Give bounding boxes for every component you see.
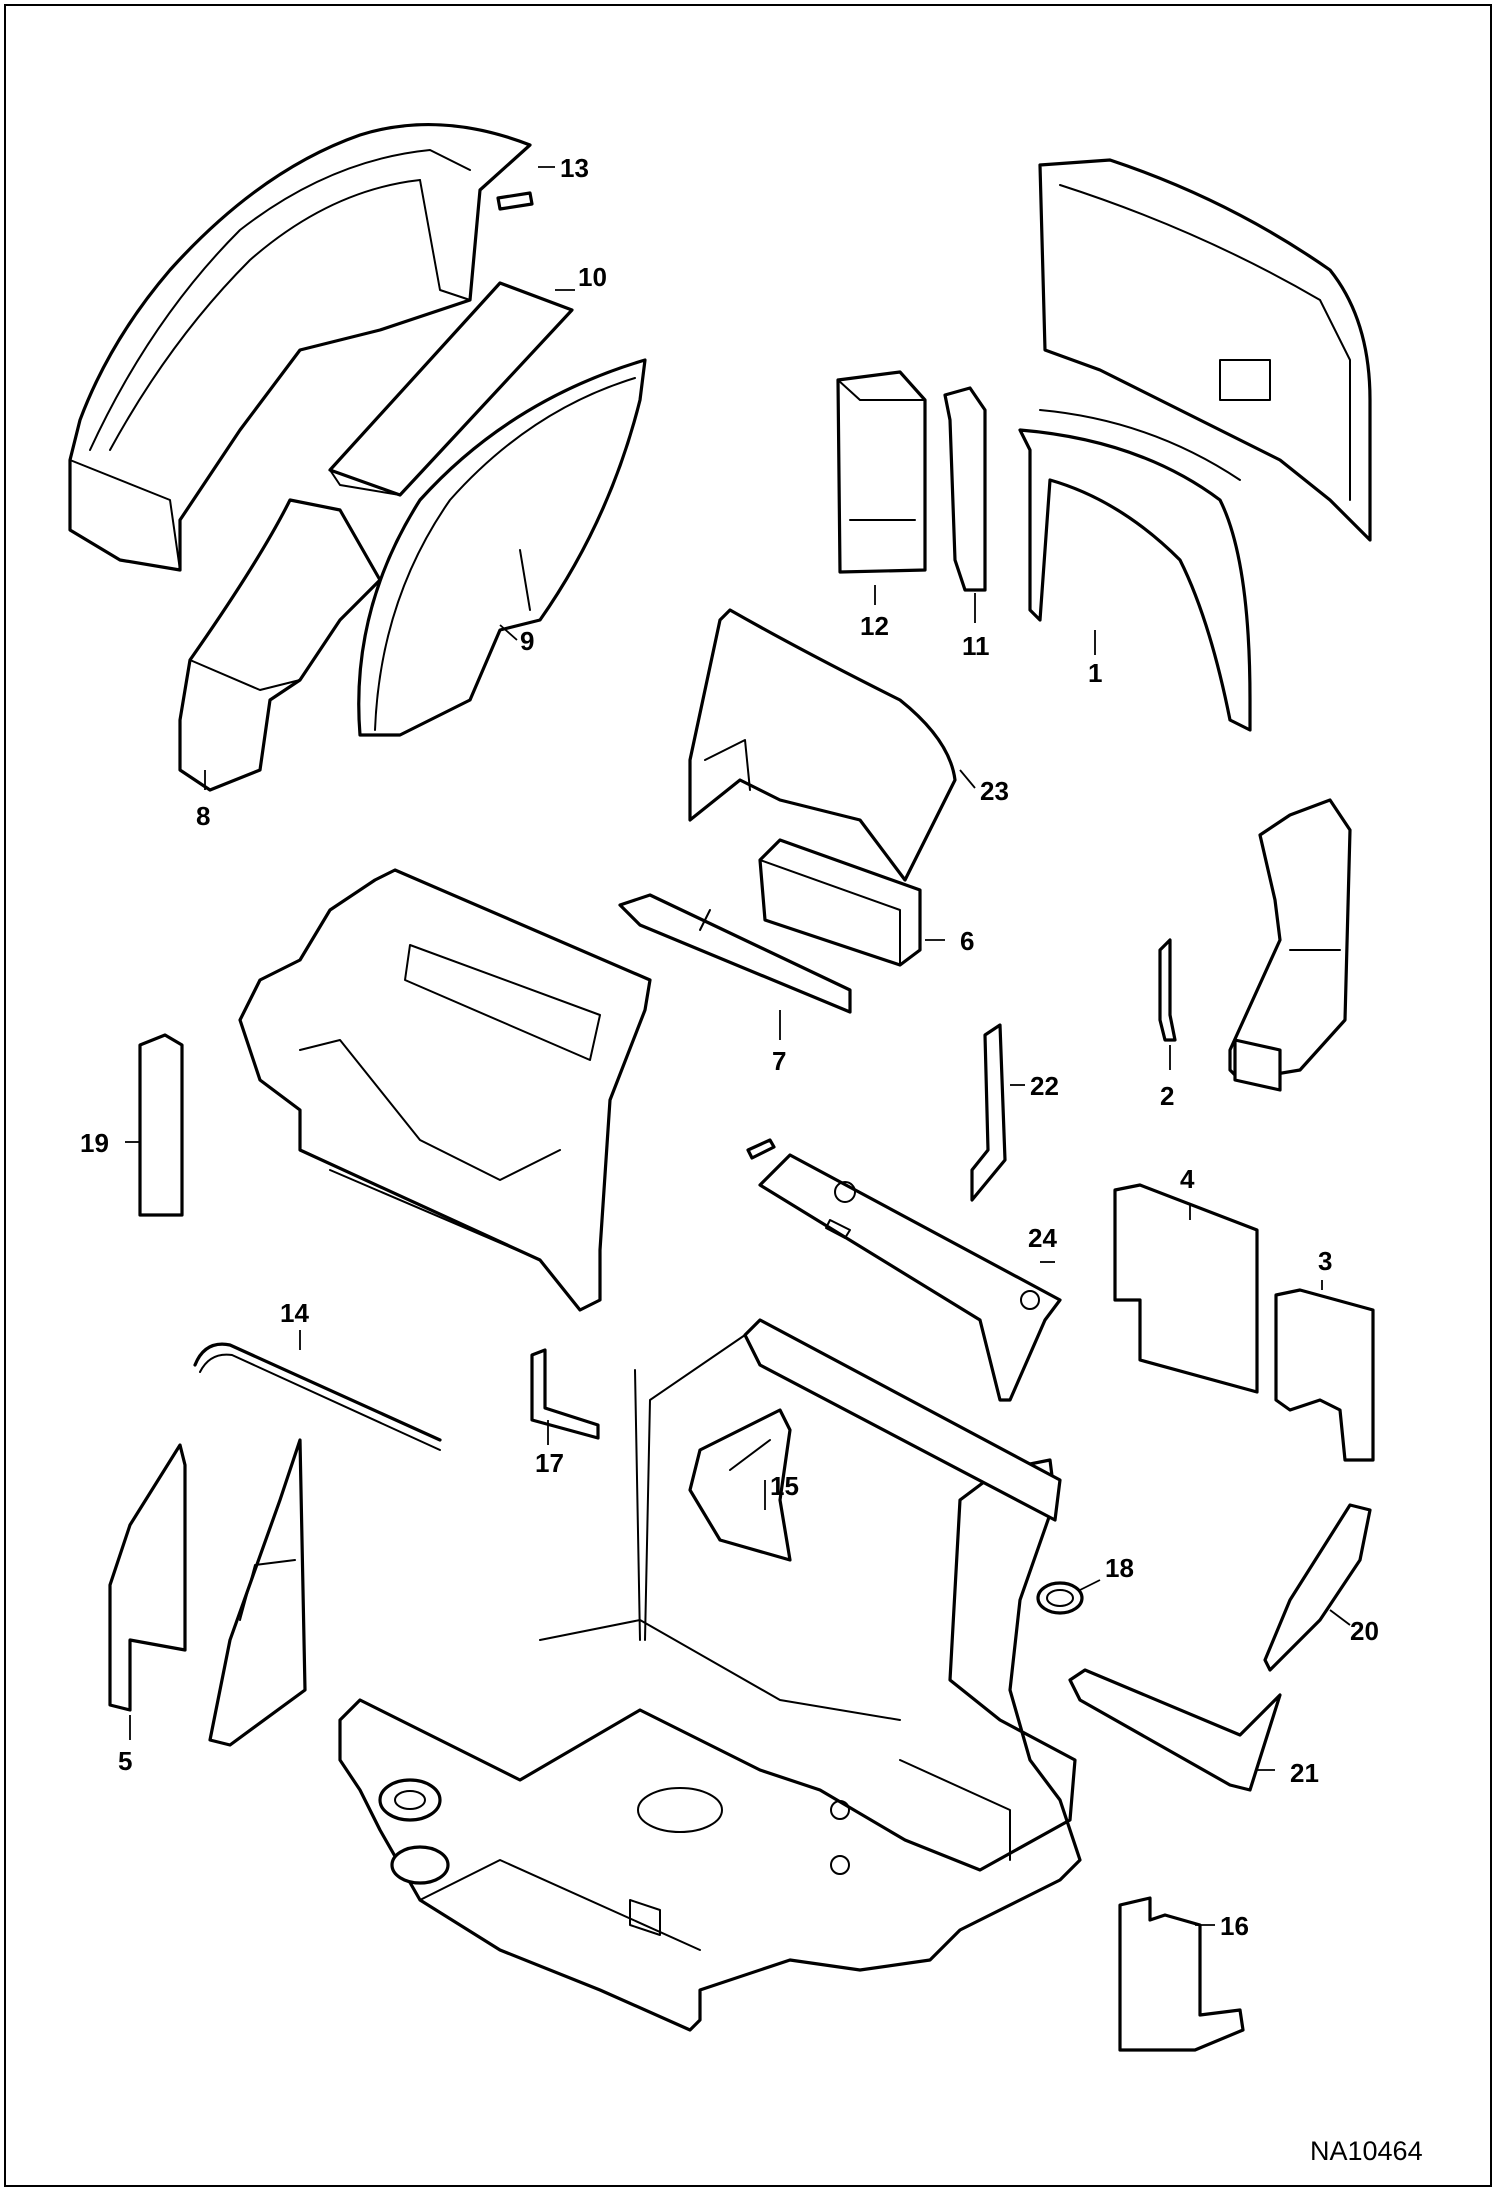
callout-24: 24 [1028, 1223, 1057, 1253]
part-21-wedge [1068, 1668, 1282, 1792]
callout-23: 23 [980, 776, 1009, 806]
callout-4: 4 [1180, 1164, 1195, 1194]
callout-18: 18 [1105, 1553, 1134, 1583]
part-16-pad [1118, 1896, 1245, 2052]
callout-6: 6 [960, 926, 974, 956]
part-23-panel [688, 608, 957, 882]
part-6-block [758, 838, 922, 967]
part-24-strip [758, 1153, 1062, 1402]
callout-17: 17 [535, 1448, 564, 1478]
callout-2: 2 [1160, 1081, 1174, 1111]
part-4-pad [1113, 1183, 1259, 1394]
part-2-bracket [1158, 938, 1177, 1042]
callout-7: 7 [772, 1046, 786, 1076]
part-13-pin [496, 191, 534, 211]
part-11-strip [943, 386, 987, 592]
callout-19: 19 [80, 1128, 109, 1158]
part-cover-top-left [68, 122, 532, 572]
callout-9: 9 [520, 626, 534, 656]
part-15-panels [688, 1408, 792, 1562]
callout-3: 3 [1318, 1246, 1332, 1276]
part-5-panels [108, 1438, 307, 1747]
callout-1: 1 [1088, 658, 1102, 688]
callout-8: 8 [196, 801, 210, 831]
callout-12: 12 [860, 611, 889, 641]
part-17-bracket [530, 1348, 600, 1440]
part-12-block [836, 370, 927, 574]
part-7-rail [618, 893, 852, 1014]
callout-13: 13 [560, 153, 589, 183]
part-18-grommet [1036, 1581, 1084, 1615]
leader-lines [125, 166, 1351, 1926]
callout-15: 15 [770, 1471, 799, 1501]
callout-20: 20 [1350, 1616, 1379, 1646]
callout-16: 16 [1220, 1911, 1249, 1941]
part-1-rear-shell [1018, 158, 1372, 732]
part-20-wedge [1263, 1503, 1372, 1672]
part-right-bracket-assembly [1228, 798, 1352, 1092]
part-10-strip [328, 281, 574, 497]
callout-5: 5 [118, 1746, 132, 1776]
callout-14: 14 [280, 1298, 309, 1328]
callout-10: 10 [578, 262, 607, 292]
part-19-block [138, 1033, 184, 1217]
part-small-pin [746, 1138, 776, 1160]
part-3-pad [1274, 1288, 1375, 1462]
part-22-strip [970, 1023, 1007, 1202]
part-8-lower [178, 498, 382, 792]
part-main-frame [338, 1318, 1082, 2032]
callout-21: 21 [1290, 1758, 1319, 1788]
part-side-panel [238, 868, 652, 1312]
part-9-fender [357, 358, 647, 737]
callout-labels: 13 10 9 8 12 11 1 23 6 7 2 22 19 14 17 2… [80, 153, 1379, 1941]
callout-22: 22 [1030, 1071, 1059, 1101]
part-14-rod [193, 1342, 442, 1451]
drawing-code: NA10464 [1310, 2136, 1423, 2166]
callout-11: 11 [962, 631, 990, 661]
